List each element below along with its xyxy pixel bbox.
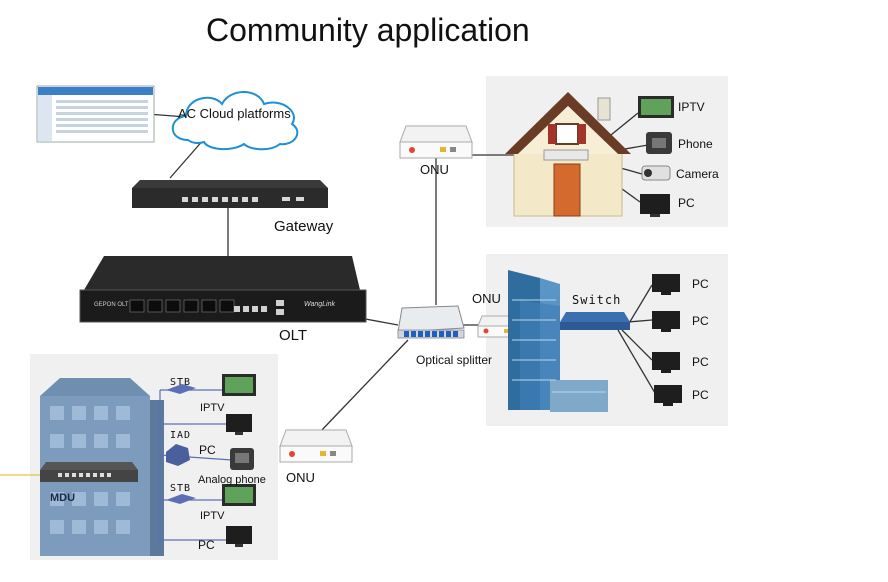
link-switch-pc1 bbox=[627, 284, 653, 326]
phone-icon bbox=[646, 132, 672, 154]
onu-home-label: ONU bbox=[420, 162, 449, 177]
pc-icon bbox=[652, 274, 680, 295]
onu-building-label: ONU bbox=[472, 291, 501, 306]
pc-icon bbox=[226, 414, 252, 435]
mdu-iptv-label-1: IPTV bbox=[200, 402, 225, 414]
phone-icon bbox=[230, 448, 254, 470]
home-device-label-phone: Phone bbox=[678, 137, 713, 151]
onu-home-device bbox=[399, 125, 473, 159]
mdu-stb-label-2: STB bbox=[170, 483, 192, 494]
link-switch-pc4 bbox=[617, 329, 656, 394]
olt-front-text-left: GEPON OLT bbox=[94, 302, 129, 308]
iad-icon bbox=[166, 444, 190, 466]
olt-front-text-right: WangLink bbox=[304, 301, 336, 308]
camera-icon bbox=[641, 165, 671, 181]
switch-label: Switch bbox=[572, 293, 622, 307]
gateway-device bbox=[132, 180, 328, 208]
onu-mdu-device bbox=[279, 429, 353, 463]
switch-device bbox=[560, 312, 630, 330]
stb-icon bbox=[166, 384, 196, 394]
cloud-icon bbox=[171, 91, 299, 151]
mdu-pc-label-2: PC bbox=[198, 538, 215, 552]
home-device-label-pc: PC bbox=[678, 196, 695, 210]
tv-icon bbox=[222, 484, 256, 506]
office-pc-label-2: PC bbox=[692, 314, 709, 328]
olt-device bbox=[79, 256, 367, 323]
mdu-analog-phone-label: Analog phone bbox=[198, 474, 266, 486]
house-icon bbox=[505, 92, 631, 217]
mdu-pc-label-1: PC bbox=[199, 443, 216, 457]
office-pc-label-4: PC bbox=[692, 388, 709, 402]
pc-icon bbox=[640, 194, 670, 217]
stb-icon bbox=[166, 494, 196, 504]
optical-splitter-device bbox=[397, 305, 465, 339]
ac-portal-screen bbox=[36, 85, 155, 143]
mdu-label: MDU bbox=[50, 492, 76, 504]
cloud-label: AC Cloud platforms bbox=[178, 106, 291, 121]
tv-icon bbox=[222, 374, 256, 396]
link-splitter-onu-mdu bbox=[319, 339, 409, 433]
office-pc-label-3: PC bbox=[692, 355, 709, 369]
mdu-switch-device bbox=[0, 462, 138, 482]
pc-icon bbox=[226, 526, 252, 547]
splitter-label: Optical splitter bbox=[416, 353, 493, 367]
link-gateway-cloud bbox=[169, 137, 206, 179]
home-device-label-iptv: IPTV bbox=[678, 100, 705, 114]
mdu-iad-label: IAD bbox=[170, 430, 192, 441]
tv-icon bbox=[638, 96, 674, 118]
mdu-iptv-label-2: IPTV bbox=[200, 510, 225, 522]
pc-icon bbox=[654, 385, 682, 406]
gateway-label: Gateway bbox=[274, 218, 334, 235]
onu-mdu-label: ONU bbox=[286, 470, 315, 485]
page-title: Community application bbox=[206, 12, 530, 48]
olt-label: OLT bbox=[279, 327, 308, 344]
link-switch-pc2 bbox=[627, 319, 653, 323]
pc-icon bbox=[652, 352, 680, 373]
home-device-label-camera: Camera bbox=[676, 167, 719, 181]
mdu-stb-label-1: STB bbox=[170, 377, 192, 388]
link-switch-pc3 bbox=[621, 329, 653, 361]
mdu-links bbox=[159, 389, 233, 548]
office-pcs bbox=[652, 274, 682, 406]
office-building-icon bbox=[508, 270, 608, 412]
pc-icon bbox=[652, 311, 680, 332]
office-pc-label-1: PC bbox=[692, 277, 709, 291]
